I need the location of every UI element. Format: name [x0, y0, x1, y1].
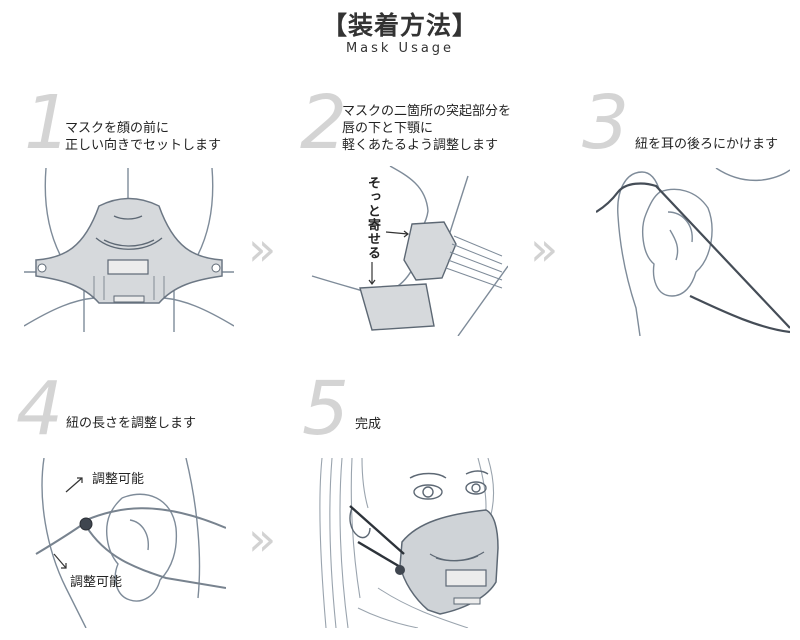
gently-place-label: そっと寄せる: [365, 176, 380, 260]
step-number: 2: [300, 80, 348, 166]
page-title: 【装着方法】: [321, 11, 478, 40]
step-number: 4: [16, 366, 64, 452]
arrow-glyph: »: [248, 222, 276, 276]
step-number: 3: [582, 80, 630, 166]
step-3-illustration: [596, 168, 790, 336]
step-text: マスクの二箇所の突起部分を 唇の下と下顎に 軽くあたるよう調整します: [342, 104, 512, 153]
page-subtitle: Mask Usage: [345, 41, 455, 56]
step-number: 1: [24, 80, 72, 166]
adjustable-label: 調整可能: [70, 575, 123, 590]
step-text: 完成: [355, 417, 382, 432]
step-4-illustration: [35, 458, 226, 628]
step-text: 紐の長さを調整します: [66, 416, 197, 431]
arrow-glyph: »: [530, 222, 558, 276]
step-number: 5: [302, 366, 350, 452]
step-2-illustration: [311, 166, 508, 336]
arrow-glyph: »: [248, 512, 276, 566]
mask-shape: [399, 509, 499, 615]
mask-shape: [403, 221, 457, 281]
step-5-illustration: [319, 458, 499, 628]
step-text: 紐を耳の後ろにかけます: [635, 137, 779, 152]
step-1-illustration: [24, 168, 234, 332]
step-text: マスクを顔の前に 正しい向きでセットします: [65, 121, 222, 153]
adjustable-label: 調整可能: [92, 472, 145, 487]
mask-shape: [35, 197, 223, 304]
